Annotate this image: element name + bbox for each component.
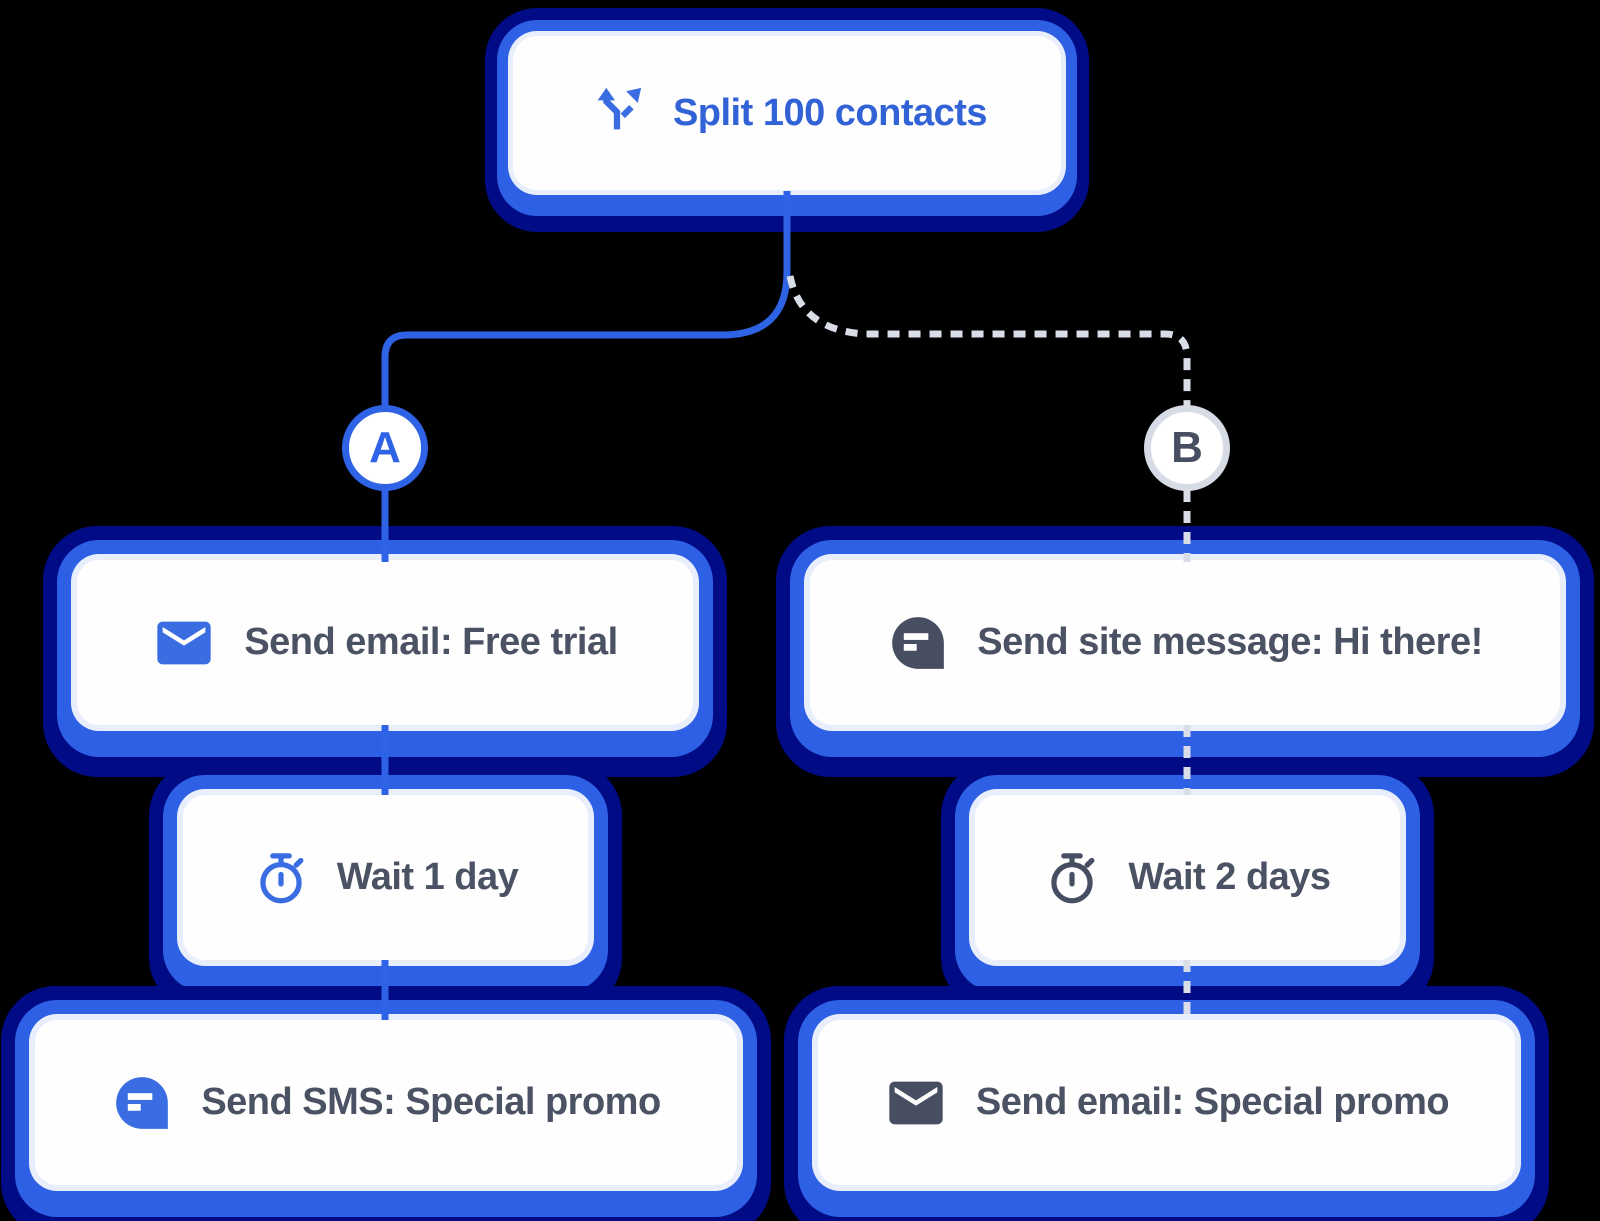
split-icon xyxy=(597,87,642,130)
split-node[interactable]: Split 100 contacts xyxy=(513,36,1061,190)
site-message-icon xyxy=(892,616,945,669)
branch-a-badge[interactable]: A xyxy=(342,405,428,491)
timer-icon xyxy=(260,852,304,903)
node-label: Send email: Free trial xyxy=(244,621,618,663)
branch-b-letter: B xyxy=(1171,423,1203,472)
node-label: Wait 2 days xyxy=(1128,856,1331,898)
node-wait-2-days[interactable]: Wait 2 days xyxy=(975,795,1400,960)
node-send-email-special-promo[interactable]: Send email: Special promo xyxy=(818,1020,1515,1185)
branch-b-connector xyxy=(786,275,1191,406)
node-label: Send SMS: Special promo xyxy=(201,1081,661,1123)
sms-icon xyxy=(116,1076,169,1129)
node-label: Split 100 contacts xyxy=(672,91,988,134)
branch-a-connector xyxy=(381,191,791,406)
node-send-sms-special-promo[interactable]: Send SMS: Special promo xyxy=(35,1020,737,1185)
node-label: Send email: Special promo xyxy=(975,1081,1450,1123)
node-send-email-free-trial[interactable]: Send email: Free trial xyxy=(77,560,693,725)
email-icon xyxy=(889,1081,943,1124)
node-wait-1-day[interactable]: Wait 1 day xyxy=(183,795,588,960)
node-send-site-message[interactable]: Send site message: Hi there! xyxy=(810,560,1560,725)
email-icon xyxy=(157,621,211,664)
node-label: Send site message: Hi there! xyxy=(977,621,1483,663)
branch-a-letter: A xyxy=(369,423,401,472)
node-label: Wait 1 day xyxy=(336,856,519,898)
timer-icon xyxy=(1051,852,1095,903)
branch-b-badge[interactable]: B xyxy=(1144,405,1230,491)
